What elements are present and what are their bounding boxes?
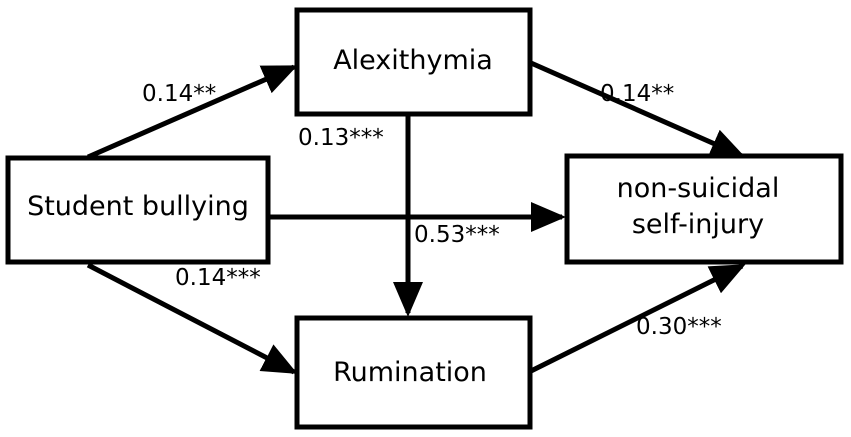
arrow-bullying-to-rumination [86,262,298,375]
node-alexithymia-box [294,7,533,117]
node-nssi-label-line2: self-injury [632,209,764,240]
arrow-alexithymia-to-nssi [529,60,746,159]
coef-alexithymia-to-rumination: 0.13*** [298,125,384,151]
arrow-rumination-to-nssi [529,263,746,374]
node-student-bullying-label: Student bullying [27,191,249,222]
node-student-bullying: Student bullying [5,155,271,265]
node-rumination-box [294,315,533,430]
coef-bullying-to-nssi: 0.53*** [414,222,500,248]
node-nssi-label-line1: non-suicidal [617,173,780,204]
node-rumination: Rumination [294,315,533,430]
node-nssi-box [564,153,844,265]
node-alexithymia-label: Alexithymia [333,45,493,76]
coef-bullying-to-alexithymia: 0.14** [142,81,216,107]
coef-rumination-to-nssi: 0.30*** [636,314,722,340]
coef-alexithymia-to-nssi: 0.14** [600,81,674,107]
node-student-bullying-box [5,155,271,265]
node-rumination-label: Rumination [333,357,487,388]
node-nssi: non-suicidal self-injury [564,153,844,265]
arrow-bullying-to-alexithymia [86,64,298,160]
coef-bullying-to-rumination: 0.14*** [175,265,261,291]
node-alexithymia: Alexithymia [294,7,533,117]
